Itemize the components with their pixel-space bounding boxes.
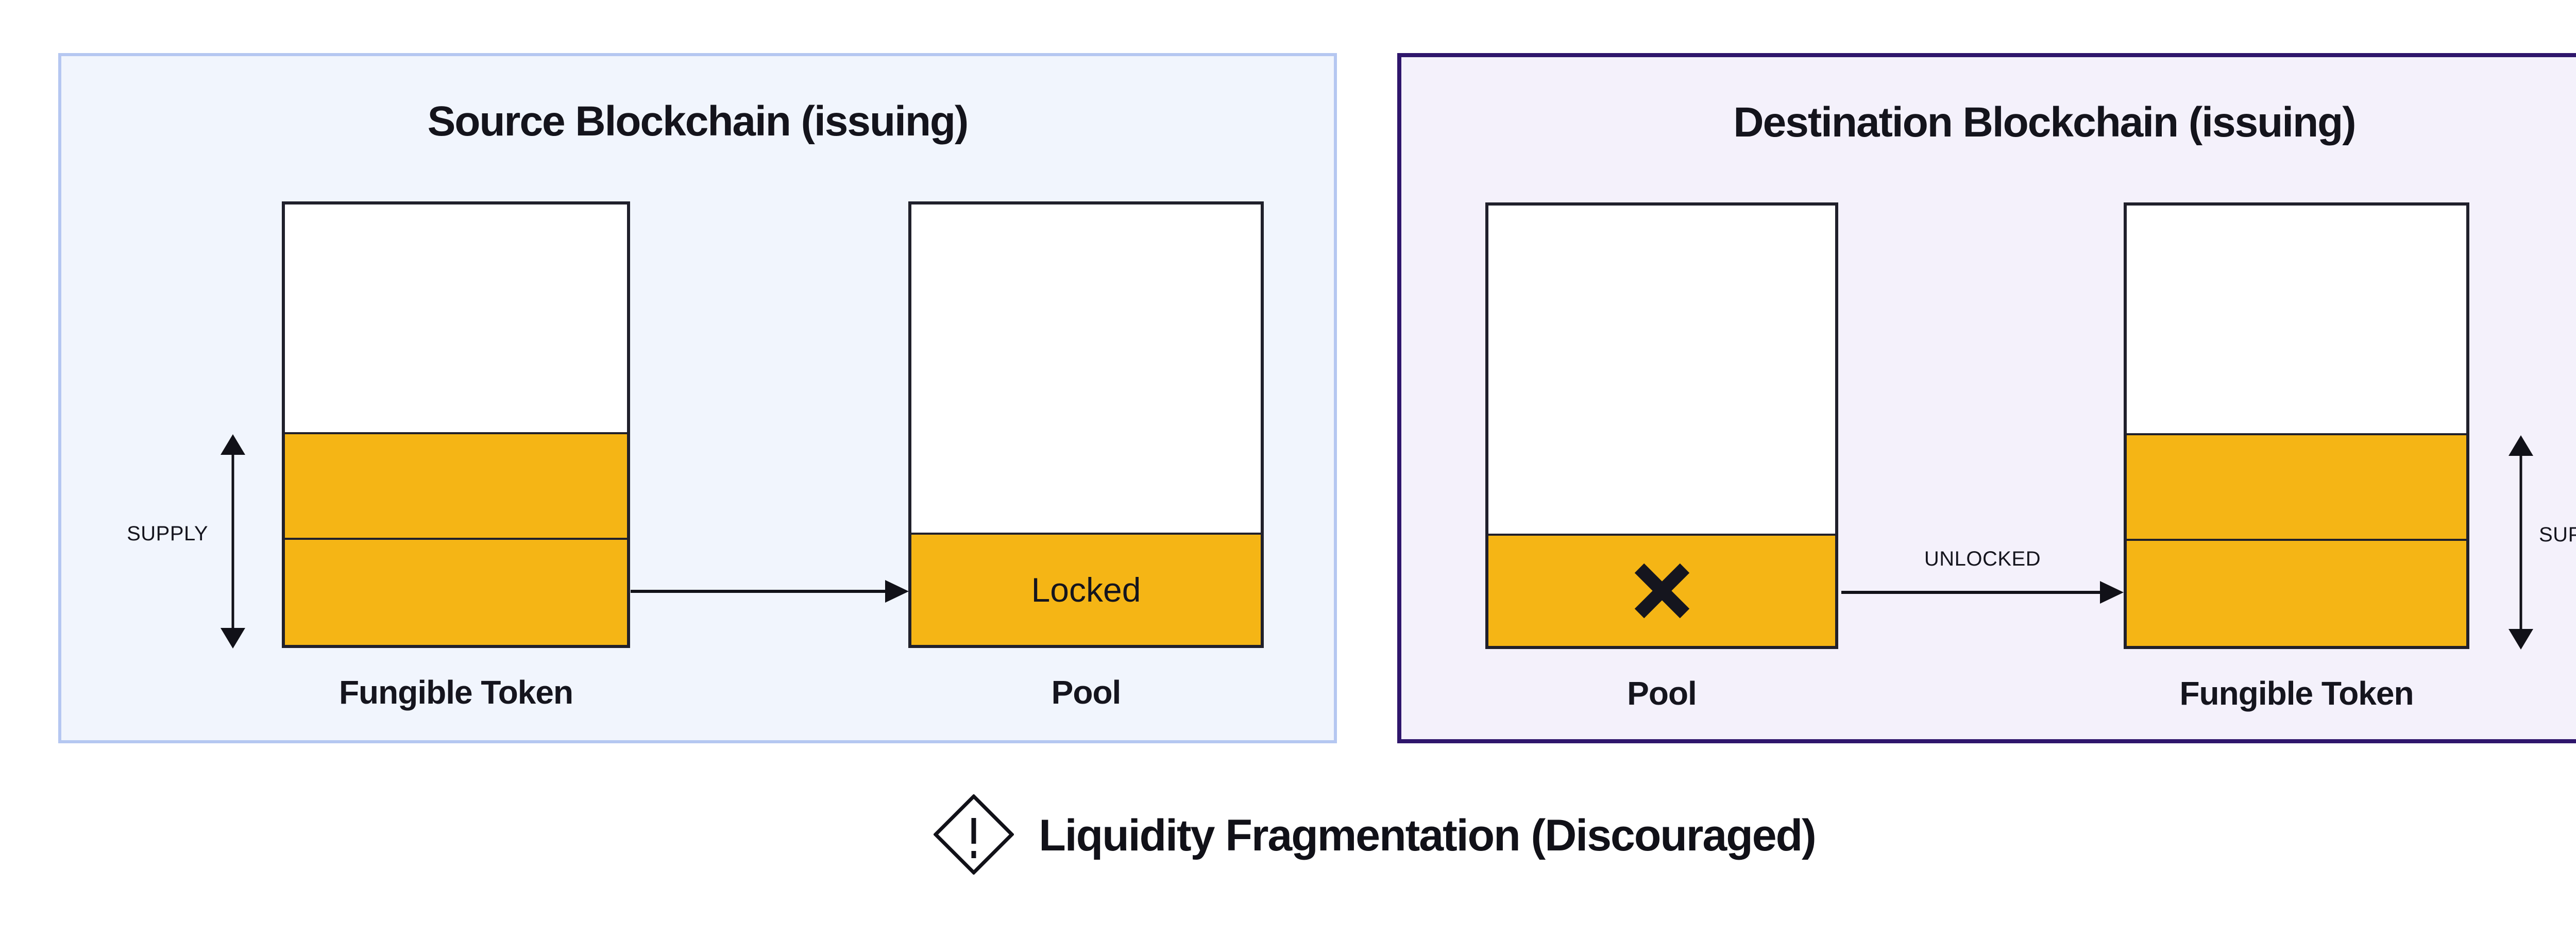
source-blockchain-panel: Source Blockchain (issuing) Locked SUPPL… [58, 53, 1337, 743]
x-mark-icon [1488, 562, 1835, 619]
source-token-supply-segment-upper [285, 432, 627, 538]
destination-panel-title: Destination Blockchain (issuing) [1733, 99, 2356, 146]
destination-supply-label: SUPPLY [2539, 523, 2576, 546]
source-pool-locked-segment: Locked [911, 533, 1261, 645]
source-token-supply-segment-lower [285, 538, 627, 645]
destination-pool-label: Pool [1627, 675, 1697, 712]
destination-pool-box [1485, 202, 1838, 649]
unlock-flow-arrow-icon [1841, 577, 2124, 608]
source-pool-label: Pool [1051, 674, 1122, 711]
source-fungible-token-box [282, 201, 630, 648]
diamond-exclamation-icon [933, 793, 1015, 877]
destination-token-supply-segment-lower [2127, 539, 2466, 646]
destination-supply-range-arrow-icon [2498, 435, 2544, 650]
destination-fungible-token-box [2124, 202, 2469, 649]
source-pool-box: Locked [908, 201, 1264, 648]
caption: Liquidity Fragmentation (Discouraged) [0, 787, 2576, 884]
destination-fungible-token-label: Fungible Token [2179, 675, 2414, 712]
destination-blockchain-panel: Destination Blockchain (issuing) UNLOCKE… [1397, 53, 2576, 743]
source-supply-range-arrow-icon [210, 434, 256, 649]
caption-text: Liquidity Fragmentation (Discouraged) [1039, 810, 1817, 860]
unlocked-label: UNLOCKED [1924, 548, 2041, 570]
lock-flow-arrow-icon [631, 576, 909, 607]
source-panel-title: Source Blockchain (issuing) [427, 98, 969, 145]
source-fungible-token-label: Fungible Token [338, 674, 573, 711]
destination-pool-crossed-segment [1488, 534, 1835, 646]
source-supply-label: SUPPLY [127, 522, 208, 545]
locked-label: Locked [1031, 571, 1141, 609]
destination-token-supply-segment-upper [2127, 433, 2466, 539]
